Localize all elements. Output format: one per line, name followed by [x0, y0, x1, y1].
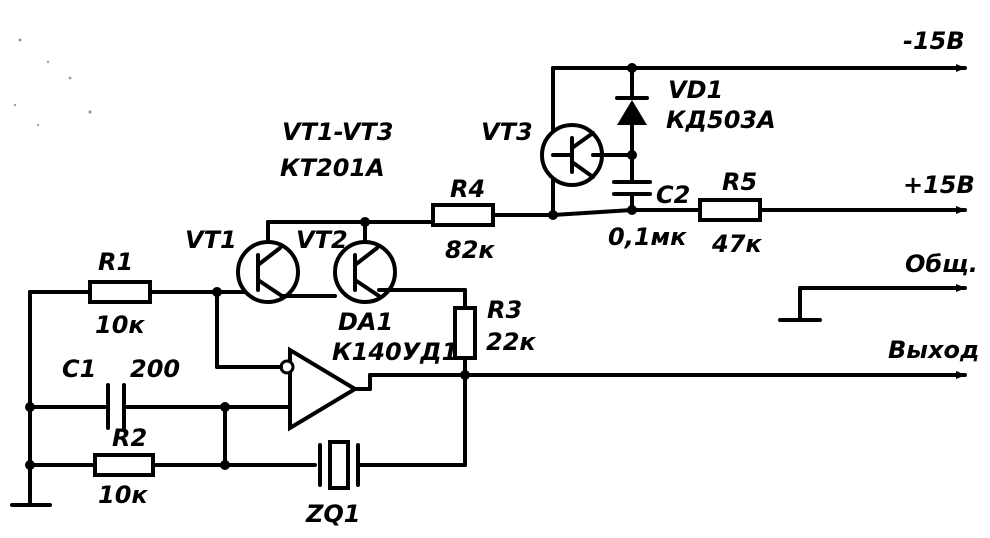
vt3-emitter — [570, 160, 595, 179]
vt1-base-node — [212, 287, 247, 369]
rail-neg15: -15В — [551, 27, 967, 72]
scan-noise — [13, 38, 92, 127]
vd1-triangle — [617, 100, 647, 125]
vt1-emitter — [256, 278, 284, 298]
da1-type: К140УД1Б — [332, 338, 477, 366]
transistor-vt3: VT3 — [481, 66, 637, 217]
r4-body — [431, 203, 495, 227]
rail-output: Выход — [463, 336, 979, 379]
resistor-r4: R4 82к — [431, 175, 558, 264]
r1-value: 10к — [95, 311, 145, 339]
vt1-collector — [256, 246, 282, 267]
r1-body — [88, 280, 152, 304]
vd1-type: КД503А — [666, 106, 776, 134]
vt3-ref: VT3 — [481, 118, 533, 146]
resistor-r2: R2 10к — [28, 405, 317, 509]
r3-value: 22к — [486, 328, 536, 356]
r3-ref: R3 — [487, 296, 522, 324]
junction-dot — [220, 460, 230, 470]
resistor-r1: R1 10к — [88, 248, 219, 339]
c1-ref: C1 — [62, 355, 96, 383]
r2-value: 10к — [98, 481, 148, 509]
junction-dot — [212, 287, 222, 297]
opamp-triangle — [288, 346, 359, 432]
r1-ref: R1 — [98, 248, 133, 276]
junction-dot — [627, 205, 637, 215]
vt1-ref: VT1 — [185, 226, 237, 254]
r4-value: 82к — [445, 236, 495, 264]
r3-body — [453, 306, 477, 360]
vt2-collector — [353, 246, 379, 267]
rail-output-label: Выход — [888, 336, 979, 364]
zq1-body — [328, 440, 350, 490]
rail-pos15-label: +15В — [903, 171, 975, 199]
vt3-collector — [570, 131, 595, 150]
capacitor-c2: C2 0,1мк — [551, 180, 702, 251]
r2-ref: R2 — [112, 424, 147, 452]
resistor-r3: R3 22к — [453, 288, 536, 377]
transistor-type-label: КТ201А — [280, 154, 385, 182]
r4-ref: R4 — [450, 175, 485, 203]
vt1-body — [236, 240, 300, 304]
r5-body — [698, 198, 762, 222]
c1-value: 200 — [130, 355, 180, 383]
c2-to-bus — [551, 208, 634, 217]
transistor-group-label: VT1-VT3 — [282, 118, 394, 146]
transistor-vt1: VT1 — [185, 220, 337, 304]
junction-dot — [360, 217, 370, 227]
c2-ref: C2 — [656, 181, 690, 209]
vt2-emitter — [353, 278, 381, 298]
vd1-ref: VD1 — [668, 76, 723, 104]
r5-ref: R5 — [722, 168, 757, 196]
capacitor-c1: C1 200 — [28, 355, 292, 430]
transistor-vt2: VT2 — [296, 220, 467, 304]
rail-common-label: Общ. — [905, 250, 978, 278]
c2-value: 0,1мк — [608, 223, 687, 251]
da1-ref: DA1 — [338, 308, 393, 336]
r5-value: 47к — [711, 230, 762, 258]
vt2-ref: VT2 — [296, 226, 348, 254]
zq1-ref: ZQ1 — [305, 500, 361, 528]
ground-bus — [10, 290, 92, 507]
opamp-da1: DA1 К140УД1Б — [215, 308, 477, 432]
resistor-r5: R5 47к — [698, 168, 762, 258]
rail-neg15-label: -15В — [903, 27, 965, 55]
collector-bus — [266, 217, 435, 227]
diode-vd1: VD1 КД503А — [615, 63, 776, 182]
r2-body — [93, 453, 155, 477]
rail-pos15: +15В — [758, 171, 975, 214]
junction-dot — [627, 63, 637, 73]
crystal-zq1: ZQ1 — [305, 373, 467, 528]
rail-common: Общ. — [778, 250, 978, 322]
